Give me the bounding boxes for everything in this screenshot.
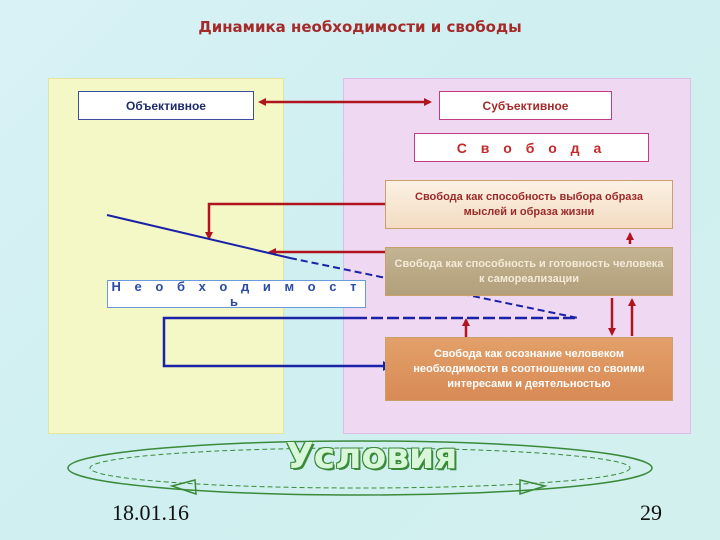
page-title: Динамика необходимости и свободы xyxy=(198,18,522,36)
necessity-box: Н е о б х о д и м о с т ь xyxy=(107,279,366,309)
conditions-ellipse-inner xyxy=(89,447,631,489)
objective-box: Объективное xyxy=(78,91,254,120)
arrow-freedom-choice xyxy=(205,202,385,240)
footer-date: 18.01.16 xyxy=(112,500,189,525)
conditions-ellipse-outer xyxy=(67,440,653,496)
conditions-label: Условия xyxy=(286,436,458,477)
freedom-choice-box: Свобода как способность выбора образа мы… xyxy=(385,180,673,229)
necessity-diagonal-solid xyxy=(106,214,291,259)
freedom-selfrealization-box: Свобода как способность и готовность чел… xyxy=(385,247,673,296)
freedom-awareness-box: Свобода как осознание человеком необходи… xyxy=(385,337,673,401)
page-number: 29 xyxy=(640,500,662,525)
subjective-box: Субъективное xyxy=(439,91,612,120)
freedom-box: С в о б о д а xyxy=(414,133,649,162)
necessity-to-awareness-arrow xyxy=(162,316,383,368)
